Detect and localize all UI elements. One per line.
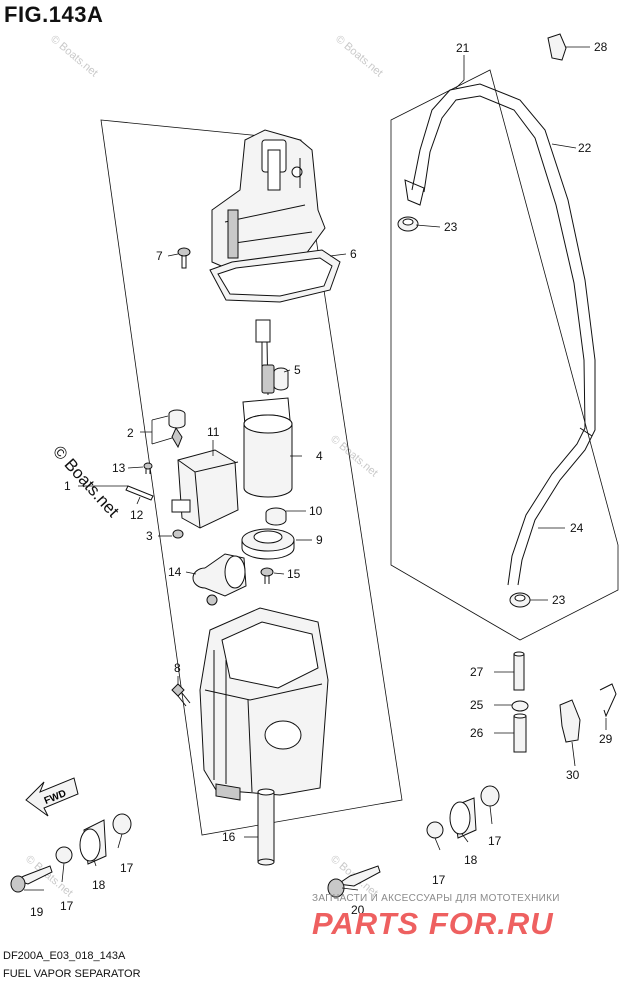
mount-right: [327, 785, 500, 898]
separator-tank: [199, 607, 329, 801]
clip-30: [559, 699, 581, 743]
callout-18b: 18: [464, 853, 478, 867]
callout-26: 26: [470, 726, 484, 740]
callout-24: 24: [570, 521, 584, 535]
callout-18a: 18: [92, 878, 106, 892]
clamp-23-top: [397, 216, 419, 232]
screw-7: [177, 247, 191, 269]
figure-code: DF200A_E03_018_143A: [3, 950, 126, 962]
clamp-23-bottom: [509, 592, 531, 608]
callout-11: 11: [207, 425, 220, 439]
callout-15: 15: [287, 567, 301, 581]
bracket-11: [171, 449, 239, 529]
callout-17b: 17: [60, 899, 74, 913]
watermark: © Boats.net: [328, 433, 380, 479]
hose-27: [513, 651, 525, 691]
callout-6: 6: [350, 247, 357, 261]
fuel-pump: [242, 319, 293, 498]
mount-left: [10, 813, 132, 893]
pump-holder: [241, 507, 295, 560]
callout-12: 12: [130, 508, 144, 522]
callout-19: 19: [30, 905, 44, 919]
callout-20: 20: [351, 903, 365, 917]
hose-26: [513, 713, 527, 753]
callout-10: 10: [309, 504, 323, 518]
screw-2: [168, 409, 186, 449]
screw-8: [171, 683, 191, 707]
callout-21: 21: [456, 41, 470, 55]
cover-assembly: [209, 129, 341, 303]
hose-frame: [390, 69, 619, 641]
rod-12: [125, 485, 154, 501]
callout-4: 4: [316, 449, 323, 463]
callout-27: 27: [470, 665, 484, 679]
callout-22: 22: [578, 141, 592, 155]
callout-13: 13: [112, 461, 126, 475]
shop-tagline: ЗАПЧАСТИ И АКСЕССУАРЫ ДЛЯ МОТОТЕХНИКИ: [312, 893, 560, 904]
clip-28: [547, 33, 567, 61]
figure-title: FIG.143A: [4, 2, 104, 27]
regulator-14: [192, 553, 247, 606]
callout-7: 7: [156, 249, 163, 263]
callout-28: 28: [594, 40, 608, 54]
callout-5: 5: [294, 363, 301, 377]
screw-3: [172, 529, 184, 539]
callout-23b: 23: [552, 593, 566, 607]
hose-16: [257, 788, 275, 866]
clamp-25: [511, 700, 529, 712]
callout-17a: 17: [120, 861, 134, 875]
callouts: 1 2 3 4 5 6 7 8 9 10 11 12 13 14 15 16 1…: [30, 40, 613, 919]
callout-8: 8: [174, 661, 181, 675]
callout-9: 9: [316, 533, 323, 547]
figure-name: FUEL VAPOR SEPARATOR: [3, 968, 141, 980]
vapor-hose: [404, 83, 596, 586]
callout-25: 25: [470, 698, 484, 712]
watermark: © Boats.net: [48, 33, 100, 79]
callout-16: 16: [222, 830, 236, 844]
screw-15: [260, 567, 274, 584]
callout-23a: 23: [444, 220, 458, 234]
callout-29: 29: [599, 732, 613, 746]
callout-3: 3: [146, 529, 153, 543]
callout-17c: 17: [432, 873, 446, 887]
callout-2: 2: [127, 426, 134, 440]
watermark: © Boats.net: [333, 33, 385, 79]
callout-17d: 17: [488, 834, 502, 848]
screw-13: [143, 462, 153, 474]
tie-29: [599, 683, 617, 718]
shop-logo: PARTS FOR.RU: [312, 906, 554, 941]
assembly-frame: [100, 119, 403, 836]
callout-30: 30: [566, 768, 580, 782]
callout-14: 14: [168, 565, 182, 579]
fwd-arrow-icon: FWD: [25, 777, 79, 817]
watermark-dark: © Boats.net: [49, 442, 123, 521]
leader-lines: [24, 46, 607, 891]
callout-1: 1: [64, 479, 71, 493]
